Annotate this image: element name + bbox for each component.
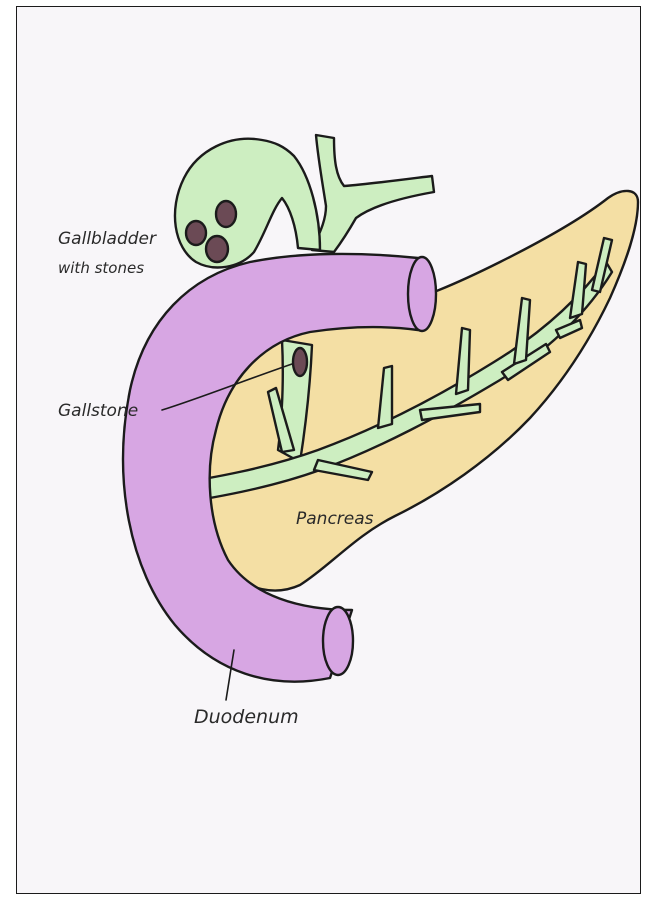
gallbladder-stone: [186, 221, 206, 245]
duodenum-opening-top: [408, 257, 436, 331]
label-pancreas: Pancreas: [296, 509, 374, 529]
gallbladder-stone: [206, 236, 228, 262]
duct-gallstone: [293, 348, 307, 376]
label-gallstone: Gallstone: [58, 401, 138, 421]
gallbladder-shape: [175, 139, 320, 268]
duodenum-opening-bottom: [323, 607, 353, 675]
hepatic-duct: [312, 135, 434, 252]
gallbladder-stone: [216, 201, 236, 227]
label-with-stones: with stones: [58, 259, 144, 277]
label-gallbladder: Gallbladder: [58, 229, 157, 249]
label-duodenum: Duodenum: [194, 706, 299, 728]
